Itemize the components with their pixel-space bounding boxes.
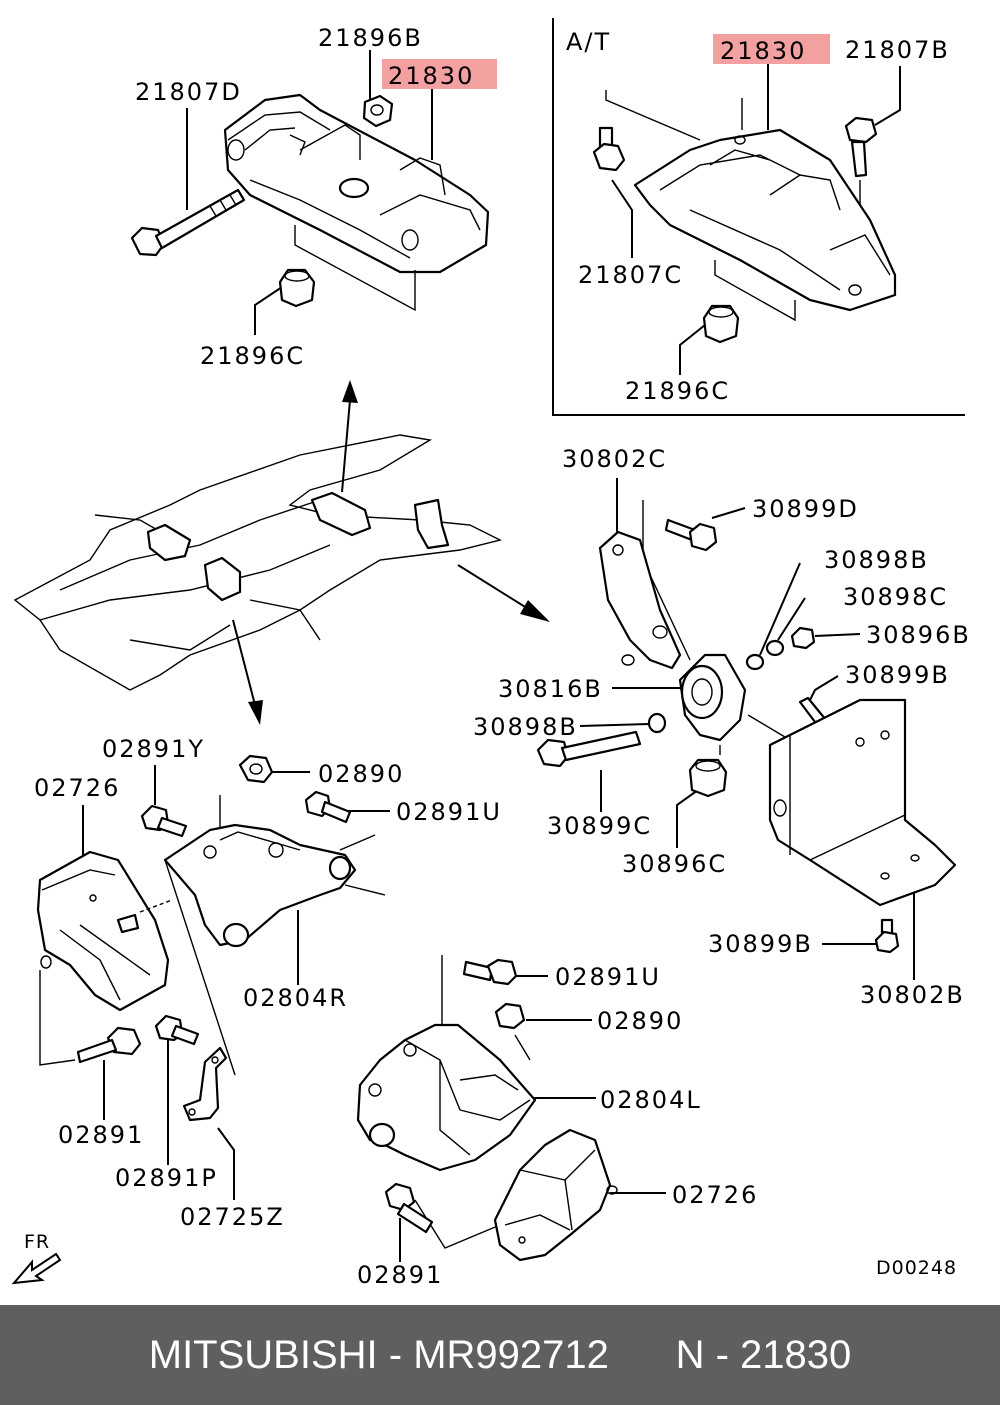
- footer-bar: MITSUBISHI - MR992712 N - 21830: [0, 1305, 1000, 1405]
- washer-30898B-a: [745, 653, 765, 671]
- label-21896B: 21896B: [318, 24, 423, 52]
- frame-mount-right: [413, 498, 450, 550]
- label-02891U-right: 02891U: [396, 798, 502, 826]
- front-arrow-icon: [11, 1252, 62, 1285]
- label-30899B-a: 30899B: [845, 661, 950, 689]
- at-mount-group: A/T 21830 21807B 21807C 21896C: [552, 18, 965, 416]
- mount-21830-at: [633, 128, 897, 312]
- footer-ref-number: N - 21830: [675, 1332, 852, 1377]
- arrow-to-bottom: [232, 619, 263, 725]
- label-02726-left: 02726: [672, 1181, 758, 1209]
- mt-mount-group: 21896B 21830 21807D 21896C: [130, 24, 497, 370]
- label-30898C: 30898C: [843, 583, 948, 611]
- label-02891-left: 02891: [357, 1261, 443, 1289]
- bracket-02725Z: [182, 1046, 228, 1122]
- bolt-21807B: [844, 116, 878, 178]
- mount-21830-mt: [223, 93, 490, 274]
- label-02891P: 02891P: [115, 1164, 218, 1192]
- label-30899D: 30899D: [752, 495, 859, 523]
- direction-label: FR: [24, 1231, 50, 1253]
- frame-mount-center: [310, 491, 372, 537]
- label-02891Y: 02891Y: [102, 735, 205, 763]
- bolt-21807D: [130, 188, 246, 257]
- label-21807B: 21807B: [845, 36, 950, 64]
- nut-02890-right: [238, 754, 274, 784]
- insulator-02726-left: [493, 1128, 618, 1262]
- insulator-02726-right: [36, 850, 173, 1012]
- frame-mount-left: [146, 523, 242, 602]
- bracket-02804L: [356, 1023, 537, 1172]
- label-21896C-mt: 21896C: [200, 342, 305, 370]
- footer-separator: -: [377, 1332, 414, 1377]
- nut-30896C: [688, 758, 728, 798]
- label-21830-mt: 21830: [388, 62, 474, 90]
- label-02804L: 02804L: [600, 1086, 702, 1114]
- engine-mount-right-group: 02891Y 02726 02890 02891U 02804R 02891 0…: [34, 735, 502, 1231]
- bolt-02891U-left: [462, 958, 518, 986]
- label-02891U-left: 02891U: [555, 963, 661, 991]
- bolt-02891-left: [384, 1182, 434, 1234]
- label-30896C: 30896C: [622, 850, 727, 878]
- bolt-21807C: [592, 126, 626, 172]
- bolt-02891Y: [140, 804, 188, 838]
- label-21896C-at: 21896C: [625, 377, 730, 405]
- label-02804R: 02804R: [243, 984, 348, 1012]
- arrow-to-right: [457, 564, 550, 622]
- label-30816B: 30816B: [498, 675, 603, 703]
- label-02726-right: 02726: [34, 774, 120, 802]
- nut-21896B: [362, 94, 394, 128]
- bolt-30899C: [536, 730, 642, 768]
- footer-gap: [609, 1333, 676, 1378]
- label-21807C: 21807C: [578, 261, 683, 289]
- rear-mount-group: 30802C 30899D 30898B 30898C 30896B 30816…: [473, 445, 971, 1009]
- bolt-02891-right: [76, 1026, 142, 1064]
- bolt-02891P: [154, 1014, 200, 1046]
- footer-brand: MITSUBISHI: [148, 1332, 378, 1377]
- frame-overview: [13, 380, 550, 725]
- bracket-30802C: [598, 530, 682, 670]
- label-02890-left: 02890: [597, 1007, 683, 1035]
- label-30899C: 30899C: [547, 812, 652, 840]
- highlight-21830-mt: [382, 59, 497, 89]
- label-30896B: 30896B: [866, 621, 971, 649]
- bolt-02891U-right: [304, 790, 352, 824]
- front-direction-indicator: FR: [11, 1231, 62, 1285]
- washer-30898C: [765, 639, 785, 657]
- nut-30896B: [790, 626, 816, 650]
- engine-mount-left-group: 02891U 02890 02804L 02726 02891: [356, 955, 758, 1289]
- nut-21896C-at: [702, 304, 740, 344]
- highlight-21830-at: [713, 34, 830, 64]
- bolt-30899B-b: [874, 918, 900, 954]
- label-21830-at: 21830: [720, 37, 806, 65]
- footer-part-number: MR992712: [413, 1332, 609, 1377]
- label-02890-right: 02890: [318, 760, 404, 788]
- label-30898B-a: 30898B: [824, 546, 929, 574]
- label-30899B-b: 30899B: [708, 930, 813, 958]
- nut-21896C-mt: [278, 268, 316, 308]
- parts-diagram: 21896B 21830 21807D 21896C: [11, 18, 971, 1289]
- arrow-to-top: [341, 380, 358, 493]
- diagram-code: D00248: [876, 1257, 957, 1279]
- bolt-30899D: [664, 518, 718, 552]
- washer-30898B-b: [647, 712, 667, 734]
- label-30898B-b: 30898B: [473, 713, 578, 741]
- bracket-02804R: [163, 823, 357, 948]
- label-02725Z: 02725Z: [180, 1203, 285, 1231]
- label-21807D: 21807D: [135, 78, 242, 106]
- label-02891-right: 02891: [58, 1121, 144, 1149]
- bracket-30802B: [768, 698, 957, 907]
- label-30802C: 30802C: [562, 445, 667, 473]
- at-section-label: A/T: [566, 28, 611, 56]
- nut-02890-left: [494, 1002, 526, 1030]
- insulator-30816B: [678, 653, 747, 755]
- label-30802B: 30802B: [860, 981, 965, 1009]
